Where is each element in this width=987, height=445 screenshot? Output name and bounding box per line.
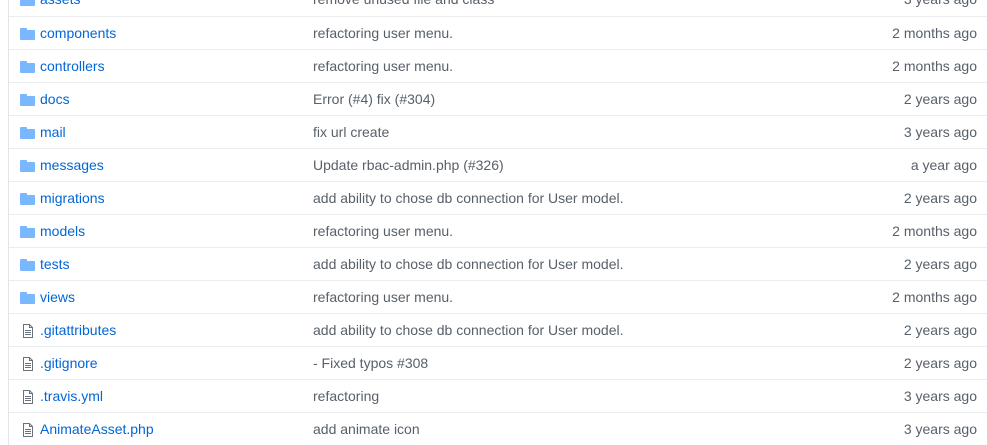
file-row: mail fix url create 3 years ago [9,115,987,148]
commit-age: 3 years ago [904,0,977,7]
commit-message-link[interactable]: refactoring user menu. [313,223,454,239]
commit-message-link[interactable]: add ability to chose db connection for U… [313,256,624,272]
file-name-link[interactable]: assets [40,0,80,7]
commit-age: 3 years ago [903,124,977,140]
file-name-link[interactable]: messages [40,157,104,173]
commit-age: 2 years ago [903,91,977,107]
file-name-link[interactable]: AnimateAsset.php [40,421,154,437]
file-name-link[interactable]: .gitattributes [40,322,117,338]
file-row: .travis.yml refactoring 3 years ago [9,379,987,412]
commit-age: 2 months ago [892,25,977,41]
commit-age: 2 years ago [903,256,977,272]
file-list: assets remove unused file and class 3 ye… [8,0,987,445]
commit-message-link[interactable]: refactoring user menu. [313,289,454,305]
file-name-link[interactable]: models [40,223,86,239]
file-row: controllers refactoring user menu. 2 mon… [9,49,987,82]
commit-message-link[interactable]: add animate icon [313,421,420,437]
file-row: messages Update rbac-admin.php (#326) a … [9,148,987,181]
commit-message-link[interactable]: Update rbac-admin.php (#326) [313,157,504,173]
file-name-link[interactable]: tests [40,256,70,272]
file-name-link[interactable]: mail [40,124,66,140]
commit-age: a year ago [910,157,977,173]
commit-age: 3 years ago [903,388,977,404]
file-row: assets remove unused file and class 3 ye… [9,0,987,16]
commit-message-link[interactable]: remove unused file and class [313,0,494,7]
file-row: .gitattributes add ability to chose db c… [9,313,987,346]
commit-age: 2 years ago [903,322,977,338]
file-row: AnimateAsset.php add animate icon 3 year… [9,412,987,445]
file-name-link[interactable]: docs [40,91,70,107]
file-name-link[interactable]: views [40,289,76,305]
file-row: docs Error (#4) fix (#304) 2 years ago [9,82,987,115]
commit-message-link[interactable]: refactoring [313,388,380,404]
file-name-link[interactable]: components [40,25,117,41]
file-name-link[interactable]: .travis.yml [40,388,103,404]
commit-message-link[interactable]: refactoring user menu. [313,25,454,41]
commit-message-link[interactable]: Error (#4) fix (#304) [313,91,436,107]
commit-message-link[interactable]: refactoring user menu. [313,58,454,74]
file-row: models refactoring user menu. 2 months a… [9,214,987,247]
commit-age: 2 months ago [892,289,977,305]
file-row: tests add ability to chose db connection… [9,247,987,280]
file-row: .gitignore - Fixed typos #308 2 years ag… [9,346,987,379]
commit-message-link[interactable]: add ability to chose db connection for U… [313,322,624,338]
commit-message-link[interactable]: add ability to chose db connection for U… [313,190,624,206]
file-name-link[interactable]: migrations [40,190,105,206]
file-name-link[interactable]: controllers [40,58,105,74]
commit-age: 3 years ago [903,421,977,437]
commit-message-link[interactable]: - Fixed typos #308 [313,355,429,371]
file-row: views refactoring user menu. 2 months ag… [9,280,987,313]
commit-age: 2 months ago [892,58,977,74]
commit-age: 2 years ago [903,355,977,371]
commit-age: 2 months ago [892,223,977,239]
commit-message-link[interactable]: fix url create [313,124,390,140]
file-row: components refactoring user menu. 2 mont… [9,16,987,49]
commit-age: 2 years ago [903,190,977,206]
file-row: migrations add ability to chose db conne… [9,181,987,214]
file-name-link[interactable]: .gitignore [40,355,98,371]
